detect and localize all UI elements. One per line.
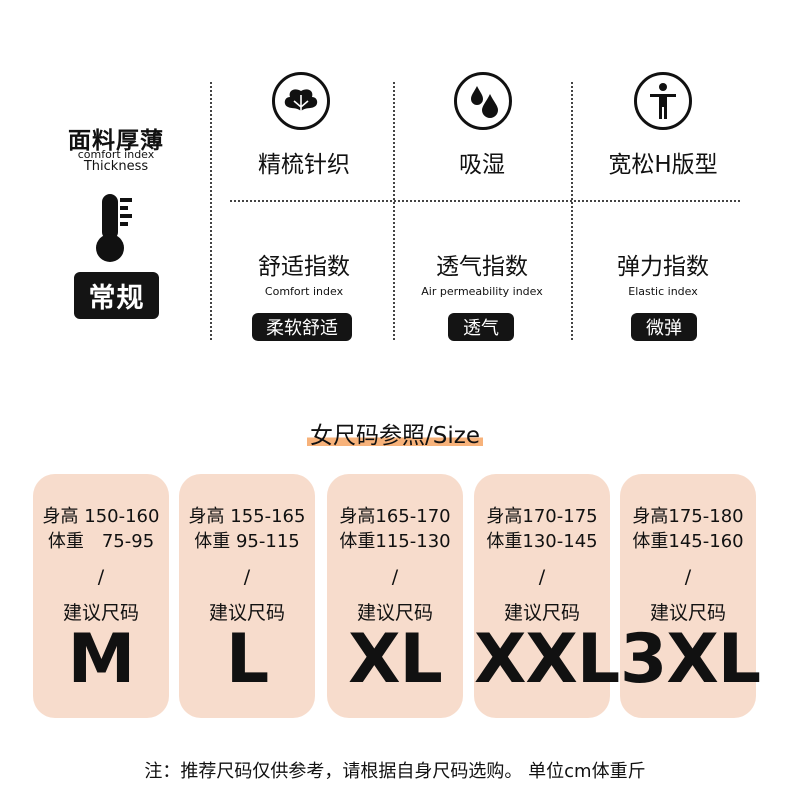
size-height: 身高 150-160 bbox=[42, 506, 160, 527]
divider bbox=[230, 200, 740, 202]
index-value-badge: 微弹 bbox=[631, 313, 697, 341]
size-height: 身高175-180 bbox=[632, 506, 744, 527]
size-recommend-label: 建议尺码 bbox=[62, 602, 139, 624]
size-weight: 体重 75-95 bbox=[47, 531, 155, 552]
size-weight: 体重 95-115 bbox=[194, 531, 300, 552]
index-title: 弹力指数 bbox=[617, 254, 709, 280]
size-recommend-label: 建议尺码 bbox=[503, 602, 580, 624]
size-separator: / bbox=[684, 566, 692, 588]
cotton-flower-icon bbox=[272, 72, 330, 130]
thermometer-icon bbox=[92, 192, 138, 264]
size-weight: 体重115-130 bbox=[339, 531, 451, 552]
thickness-title: 面料厚薄 bbox=[68, 128, 164, 154]
size-weight: 体重130-145 bbox=[486, 531, 598, 552]
index-title: 舒适指数 bbox=[258, 254, 350, 280]
size-height: 身高170-175 bbox=[486, 506, 598, 527]
feature-label: 吸湿 bbox=[459, 152, 505, 178]
size-height: 身高165-170 bbox=[339, 506, 451, 527]
size-card: 身高165-170 体重115-130 / 建议尺码 XL bbox=[327, 474, 463, 718]
size-card: 身高 150-160 体重 75-95 / 建议尺码 M bbox=[33, 474, 169, 718]
water-drops-icon bbox=[454, 72, 512, 130]
size-chart-title-text: 女尺码参照/Size bbox=[307, 423, 483, 449]
feature-label: 宽松H版型 bbox=[608, 152, 718, 178]
person-fit-icon bbox=[634, 72, 692, 130]
size-note: 注：推荐尺码仅供参考，请根据自身尺码选购。 单位cm体重斤 bbox=[144, 761, 646, 782]
size-letter: XXL bbox=[474, 620, 620, 699]
thickness-subtitle: comfort index bbox=[77, 148, 155, 161]
index-subtitle: Elastic index bbox=[628, 285, 698, 298]
feature-label: 精梳针织 bbox=[258, 152, 350, 178]
size-recommend-label: 建议尺码 bbox=[356, 602, 433, 624]
thickness-value-badge: 常规 bbox=[74, 272, 159, 319]
size-letter: M bbox=[67, 620, 136, 699]
size-height: 身高 155-165 bbox=[188, 506, 306, 527]
index-value-badge: 柔软舒适 bbox=[252, 313, 352, 341]
size-letter: L bbox=[225, 620, 269, 699]
size-recommend-label: 建议尺码 bbox=[208, 602, 285, 624]
size-card: 身高170-175 体重130-145 / 建议尺码 XXL bbox=[474, 474, 620, 718]
divider bbox=[393, 82, 395, 340]
size-card: 身高175-180 体重145-160 / 建议尺码 3XL bbox=[620, 474, 761, 718]
divider bbox=[210, 82, 212, 340]
size-letter: 3XL bbox=[620, 620, 761, 699]
divider bbox=[571, 82, 573, 340]
size-recommend-label: 建议尺码 bbox=[649, 602, 726, 624]
index-subtitle: Comfort index bbox=[264, 285, 344, 298]
size-letter: XL bbox=[348, 620, 443, 699]
size-separator: / bbox=[243, 566, 251, 588]
size-chart-title: 女尺码参照/Size bbox=[0, 416, 790, 450]
size-card: 身高 155-165 体重 95-115 / 建议尺码 L bbox=[179, 474, 315, 718]
index-subtitle: Air permeability index bbox=[421, 285, 543, 298]
thickness-subtitle-en: Thickness bbox=[83, 159, 149, 174]
size-separator: / bbox=[538, 566, 546, 588]
size-weight: 体重145-160 bbox=[632, 531, 744, 552]
index-value-badge: 透气 bbox=[448, 313, 514, 341]
index-title: 透气指数 bbox=[436, 254, 528, 280]
size-separator: / bbox=[391, 566, 399, 588]
size-separator: / bbox=[97, 566, 105, 588]
